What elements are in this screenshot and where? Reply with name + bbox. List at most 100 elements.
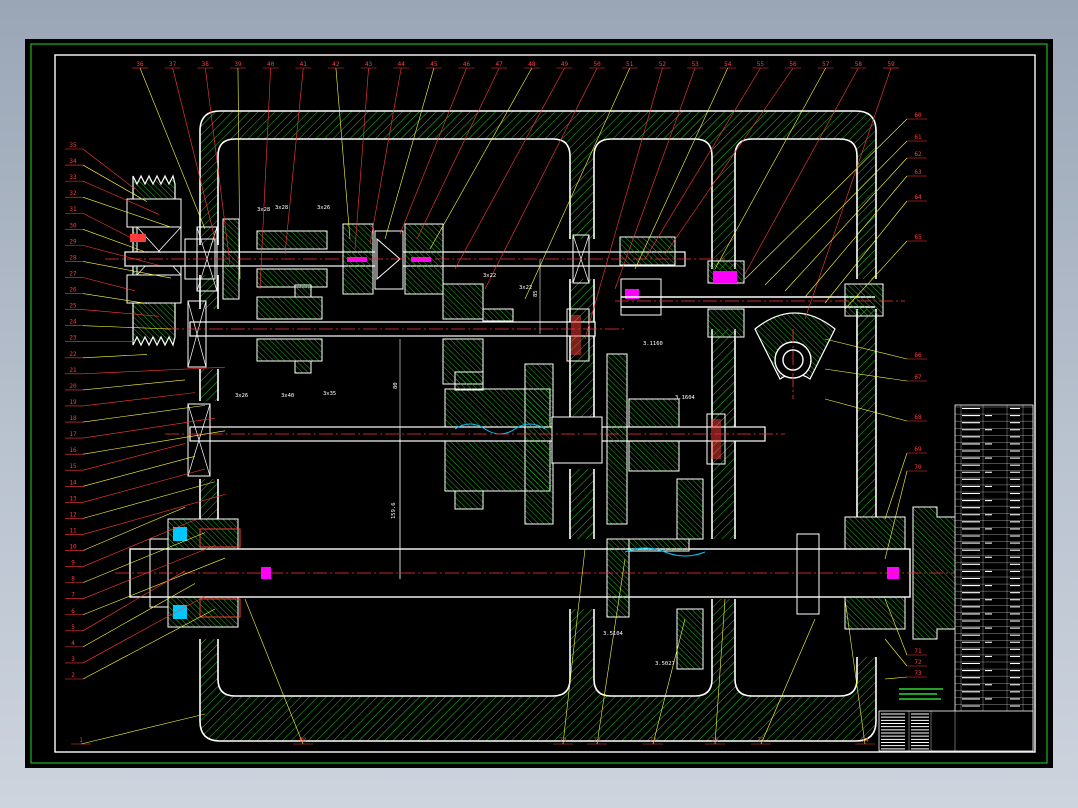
- callout-63: 63: [914, 169, 922, 176]
- callout-53: 53: [691, 61, 699, 68]
- callout-17: 17: [69, 431, 77, 438]
- dimension-d2: 3x28: [275, 205, 288, 211]
- dimension-d1: 3x28: [257, 207, 270, 213]
- dimension-d12: 3.5027: [655, 661, 675, 667]
- callout-51: 51: [626, 61, 634, 68]
- callout-29: 29: [69, 238, 77, 245]
- callout-44: 44: [398, 61, 406, 68]
- dimension-texts: 3x28 3x28 3x26 3x22 3x22 3x26 3x40 3x35 3.1160 3.…: [235, 205, 696, 667]
- callout-25: 25: [69, 303, 77, 310]
- dimension-d3: 3x26: [317, 205, 330, 211]
- callout-58: 58: [855, 61, 863, 68]
- callout-18: 18: [69, 415, 77, 422]
- drawing-border: [54, 54, 1036, 753]
- callout-70: 70: [914, 464, 922, 471]
- callout-64: 64: [914, 194, 922, 201]
- leader-lines: [65, 67, 927, 745]
- callout-2: 2: [71, 672, 75, 679]
- callout-61: 61: [914, 134, 922, 141]
- callout-32: 32: [69, 190, 77, 197]
- callout-24: 24: [69, 319, 77, 326]
- callout-71: 71: [914, 648, 922, 655]
- callout-65: 65: [914, 234, 922, 241]
- callout-38: 38: [202, 61, 210, 68]
- callout-73: 73: [914, 670, 922, 677]
- callout-35: 35: [69, 142, 77, 149]
- dimension-d9: 3.1160: [643, 341, 663, 347]
- callout-46: 46: [463, 61, 471, 68]
- callout-27: 27: [69, 270, 77, 277]
- callout-57: 57: [822, 61, 830, 68]
- callout-21: 21: [69, 367, 77, 374]
- centerlines: [105, 258, 985, 574]
- callout-37: 37: [169, 61, 177, 68]
- callout-45: 45: [430, 61, 438, 68]
- callout-16: 16: [69, 447, 77, 454]
- callout-31: 31: [69, 206, 77, 213]
- callout-1: 1: [79, 737, 83, 744]
- callout-8: 8: [71, 576, 75, 583]
- callout-13: 13: [69, 495, 77, 502]
- callout-79: 79: [559, 737, 567, 744]
- callout-3: 3: [71, 656, 75, 663]
- callout-72: 72: [914, 659, 922, 666]
- callout-23: 23: [69, 335, 77, 342]
- dimension-d5: 3x22: [519, 285, 532, 291]
- callout-39: 39: [234, 61, 242, 68]
- callout-43: 43: [365, 61, 373, 68]
- callout-66: 66: [914, 352, 922, 359]
- callout-52: 52: [659, 61, 667, 68]
- callout-5: 5: [71, 624, 75, 631]
- gearbox-assembly-drawing: 3637383940414243444546474849505152535455…: [30, 43, 1048, 764]
- dimension-d7: 3x40: [281, 393, 294, 399]
- callout-77: 77: [649, 737, 657, 744]
- callout-20: 20: [69, 383, 77, 390]
- callout-55: 55: [757, 61, 765, 68]
- callout-76: 76: [711, 737, 719, 744]
- callout-15: 15: [69, 463, 77, 470]
- callout-54: 54: [724, 61, 732, 68]
- callout-69: 69: [914, 446, 922, 453]
- callout-59: 59: [887, 61, 895, 68]
- callout-7: 7: [71, 592, 75, 599]
- callout-60: 60: [914, 112, 922, 119]
- dimension-d11: 3.5104: [603, 631, 624, 637]
- title-block: [878, 684, 1034, 752]
- callout-40: 40: [267, 61, 275, 68]
- callout-78: 78: [593, 737, 601, 744]
- dimension-d10: 3.1604: [675, 395, 696, 401]
- sector-gear: [754, 312, 836, 380]
- callout-49: 49: [561, 61, 569, 68]
- input-shaft: [124, 218, 884, 338]
- callout-47: 47: [496, 61, 504, 68]
- dimension-d14: 159.6: [391, 502, 397, 519]
- callout-12: 12: [69, 511, 77, 518]
- dimension-d13: 80: [393, 382, 399, 389]
- callout-67: 67: [914, 374, 922, 381]
- callout-42: 42: [332, 61, 340, 68]
- callout-74: 74: [861, 737, 869, 744]
- callout-19: 19: [69, 399, 77, 406]
- dimension-d6: 3x26: [235, 393, 248, 399]
- callout-75: 75: [757, 737, 765, 744]
- outer-frame: [30, 43, 1048, 764]
- callout-11: 11: [69, 527, 77, 534]
- callout-56: 56: [789, 61, 797, 68]
- callout-48: 48: [528, 61, 536, 68]
- dimension-d15: 85: [533, 290, 539, 297]
- callout-9: 9: [71, 560, 75, 567]
- callout-80: 80: [299, 737, 307, 744]
- technical-notes: [897, 684, 947, 706]
- callout-34: 34: [69, 158, 77, 165]
- callout-30: 30: [69, 222, 77, 229]
- callout-6: 6: [71, 608, 75, 615]
- callout-68: 68: [914, 414, 922, 421]
- callout-22: 22: [69, 351, 77, 358]
- callout-14: 14: [69, 479, 77, 486]
- dimension-d4: 3x22: [483, 273, 496, 279]
- callout-50: 50: [594, 61, 602, 68]
- dimension-d8: 3x35: [323, 391, 336, 397]
- callout-33: 33: [69, 174, 77, 181]
- dimension-lines: [399, 259, 541, 579]
